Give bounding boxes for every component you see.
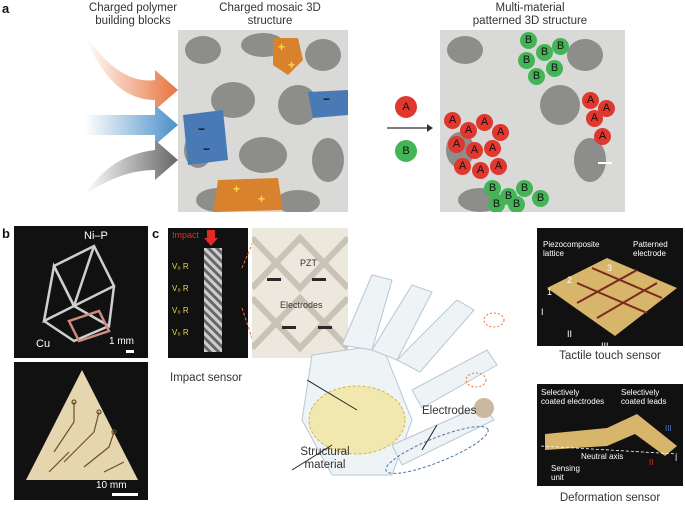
sensing-unit-label: Sensing unit [551, 464, 580, 482]
bead-a: A [476, 114, 493, 131]
bead-b: B [516, 180, 533, 197]
panel-b-letter: b [2, 226, 10, 241]
impact-arrow-icon [204, 230, 218, 246]
bead-a: A [448, 136, 465, 153]
selectively-coated-electrodes-label: Selectively coated electrodes [541, 388, 605, 406]
bead-b: B [552, 38, 569, 55]
label-cu: Cu [36, 338, 51, 350]
column-numeral: III [601, 341, 609, 351]
minus-sign: − [323, 92, 331, 106]
bead-a-reagent: A [395, 96, 417, 118]
bead-b: B [532, 190, 549, 207]
bead-a: A [492, 124, 509, 141]
scale-bar [112, 493, 138, 496]
impact-sensor-label: Impact sensor [170, 372, 243, 384]
blue-arrow [85, 105, 178, 145]
impact-label: Impact [172, 230, 200, 240]
bead-b: B [484, 180, 501, 197]
bead-a: A [466, 142, 483, 159]
plus-sign: + [288, 58, 296, 72]
tactile-sensor-photo: Piezocomposite lattice Patterned electro… [537, 228, 683, 351]
plus-sign: + [233, 182, 241, 196]
scale-bar [598, 162, 612, 164]
column-numeral: I [541, 307, 544, 317]
blue-block-right [308, 90, 348, 118]
bead-a: A [582, 92, 599, 109]
electrodes-main-label: Electrodes [422, 405, 477, 417]
bead-b: B [546, 60, 563, 77]
building-block-arrows [85, 35, 178, 195]
bead-a: A [490, 158, 507, 175]
charged-mosaic-lattice: + + + + − − − [178, 30, 348, 212]
multi-material-lattice: B B B B B B A A A A A A A A A A A A A A … [440, 30, 625, 212]
voltage-label: V₀ R [172, 284, 189, 293]
bead-a: A [586, 110, 603, 127]
scale-label-1mm: 1 mm [109, 336, 134, 347]
hand-illustration [291, 274, 505, 476]
orange-arrow [85, 35, 178, 110]
plus-sign: + [258, 192, 266, 206]
deformation-sensor-photo: Selectively coated electrodes Selectivel… [537, 384, 683, 486]
label-nip: Ni–P [84, 230, 108, 242]
voltage-label: V₀ R [172, 306, 189, 315]
panel-a-letter: a [2, 1, 10, 16]
bead-b: B [528, 68, 545, 85]
axis-numeral: II [649, 458, 654, 467]
bead-b: B [520, 32, 537, 49]
voltage-label: V₀ R [172, 262, 189, 271]
minus-sign: − [203, 142, 211, 156]
title-building-blocks: Charged polymer building blocks [88, 2, 178, 27]
bead-b: B [536, 44, 553, 61]
column-numeral: II [567, 329, 573, 339]
row-number: 1 [547, 287, 553, 297]
electrodes-inset-label: Electrodes [280, 300, 323, 310]
blue-block-left [183, 110, 228, 165]
pyramid-circuit-photo: 10 mm [14, 362, 148, 500]
bead-b: B [488, 196, 505, 212]
pzt-label: PZT [300, 258, 317, 268]
patterned-electrode-label: Patterned electrode [633, 240, 668, 258]
title-charged-mosaic: Charged mosaic 3D structure [219, 2, 321, 27]
bead-b: B [508, 196, 525, 212]
panel-c-letter: c [152, 226, 160, 241]
plus-sign: + [278, 40, 286, 54]
bead-a: A [598, 100, 615, 117]
tactile-sensor-caption: Tactile touch sensor [559, 350, 661, 362]
structural-material-label: Structural material [300, 446, 350, 471]
scale-bar [126, 350, 134, 353]
bead-b: B [518, 52, 535, 69]
orange-block-bottom [213, 178, 283, 212]
row-number: 2 [567, 275, 573, 285]
gray-arrow [85, 140, 178, 195]
axis-numeral: I [675, 454, 678, 463]
reaction-arrow-icon [387, 124, 433, 132]
piezocomposite-lattice-label: Piezocomposite lattice [543, 240, 600, 258]
bead-a: A [444, 112, 461, 129]
minus-sign: − [198, 122, 206, 136]
neutral-axis-label: Neutral axis [581, 452, 624, 461]
bead-a: A [454, 158, 471, 175]
bead-a: A [484, 140, 501, 157]
pzt-closeup-photo: PZT Electrodes [252, 228, 348, 358]
octet-lattice-photo: Ni–P Cu 1 mm [14, 226, 148, 358]
bead-a: A [594, 128, 611, 145]
lattice-column [204, 248, 222, 352]
voltage-label: V₀ R [172, 328, 189, 337]
deformation-sensor-caption: Deformation sensor [559, 492, 661, 504]
bead-a: A [460, 122, 477, 139]
impact-sensor-photo: Impact V₀ R V₀ R V₀ R V₀ R [168, 228, 248, 358]
bead-b-reagent: B [395, 140, 417, 162]
axis-numeral: III [665, 424, 672, 433]
orange-block-top [273, 38, 303, 75]
selectively-coated-leads-label: Selectively coated leads [621, 388, 667, 406]
scale-label-10mm: 10 mm [96, 480, 127, 491]
bead-a: A [472, 162, 489, 179]
title-multi-material: Multi-material patterned 3D structure [472, 2, 588, 27]
row-number: 3 [607, 263, 613, 273]
